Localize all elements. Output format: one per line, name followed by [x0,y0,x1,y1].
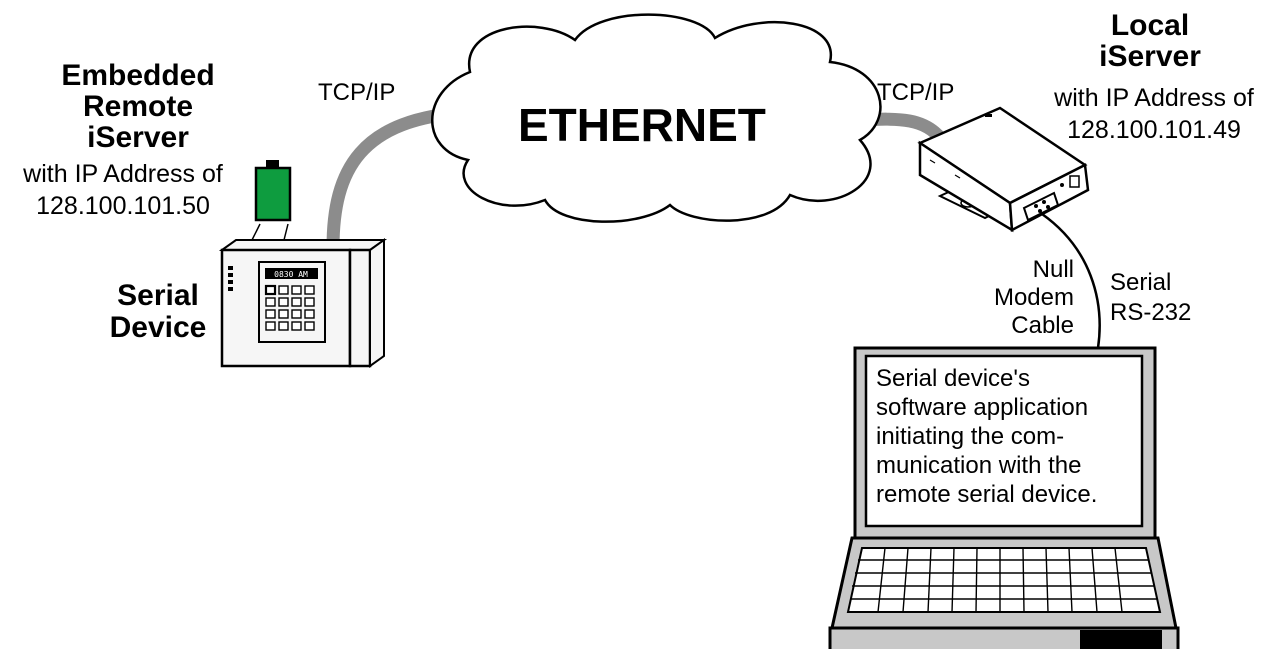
laptop-screen-line: software application [876,394,1089,421]
local-iserver-title: Local iServer [1040,10,1260,72]
remote-iserver-title-line: Embedded [61,59,215,92]
null-modem-label: Null Modem Cable [960,256,1074,340]
ethernet-label: ETHERNET [518,99,766,151]
null-modem-line: Cable [1011,312,1074,339]
laptop-screen-line: Serial device's [876,365,1030,392]
laptop-screen-text: Serial device's software application ini… [876,364,1138,509]
serial-rs232-line: RS-232 [1110,299,1192,326]
remote-iserver-ip-address: 128.100.101.50 [36,192,210,220]
iserver-module-icon [251,160,292,241]
serial-cable [1041,212,1101,349]
tcpip-label-left: TCP/IP [318,79,396,106]
keypad-device-icon: 0830 AM [218,238,388,368]
serial-rs232-line: Serial [1110,269,1172,296]
laptop-icon [828,346,1180,649]
ethernet-cloud-icon [431,13,882,223]
laptop-screen-line: munication with the [876,452,1082,479]
iserver-box-icon [917,106,1090,233]
serial-device-title-line: Device [109,311,207,344]
null-modem-line: Null [1032,256,1074,283]
serial-device-title-line: Serial [117,279,199,312]
local-iserver-title-line: iServer [1099,40,1201,73]
remote-iserver-title: Embedded Remote iServer [20,60,256,153]
serial-rs232-label: Serial RS-232 [1110,268,1191,328]
laptop-screen-line: remote serial device. [876,481,1098,508]
null-modem-line: Modem [993,284,1074,311]
laptop-screen-line: initiating the com- [876,423,1065,450]
laptop-keyboard [846,547,1162,613]
device-display-text: 0830 AM [274,270,308,279]
remote-iserver-ip-caption: with IP Address of [23,160,223,188]
remote-iserver-title-line: iServer [87,121,189,154]
local-iserver-title-line: Local [1110,9,1190,42]
serial-device-title: Serial Device [98,280,218,344]
tcpip-label-right: TCP/IP [877,79,955,106]
remote-iserver-title-line: Remote [82,90,194,123]
local-iserver-ip-address: 128.100.101.49 [1067,116,1241,144]
local-iserver-ip-caption: with IP Address of [1054,84,1254,112]
